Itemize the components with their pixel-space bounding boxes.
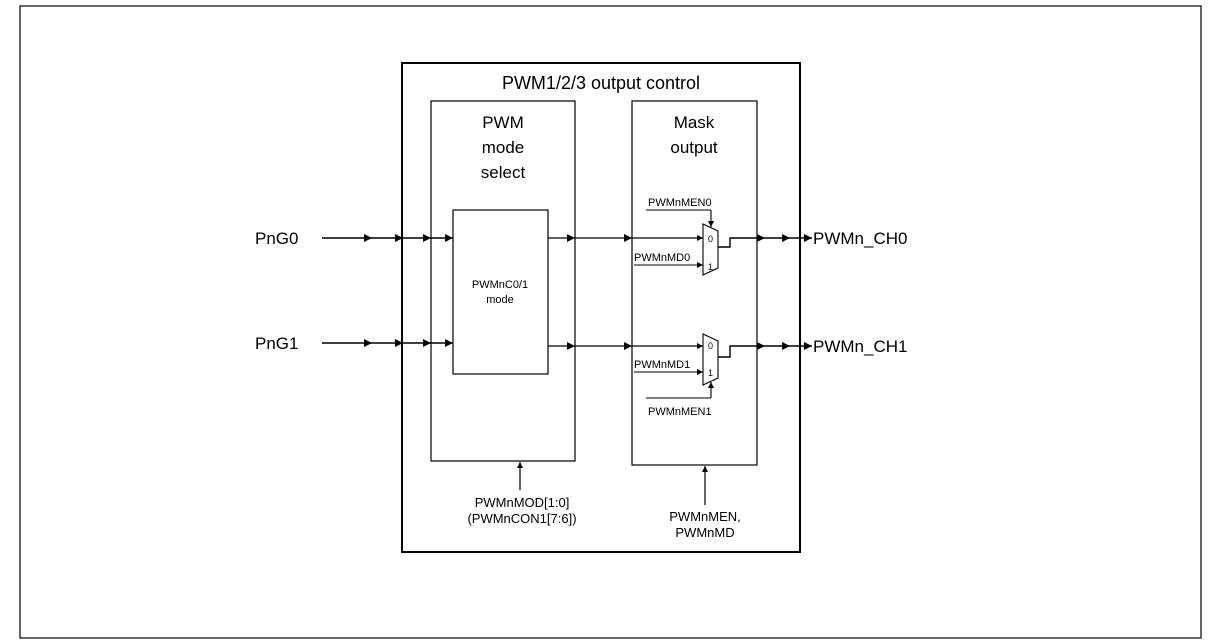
output-control-box: PWM1/2/3 output control [401, 62, 801, 553]
mask-output-label-1: Mask [674, 113, 715, 132]
mode-inner-block [452, 209, 549, 375]
mux-1-enable-line [646, 382, 714, 399]
mode-select-block: PWM mode select PWMnC0/1 mode [430, 100, 576, 462]
mux-0: 0 1 [702, 223, 719, 276]
mux-1-in1-label: 1 [708, 368, 713, 378]
output-line-ch1 [718, 342, 812, 358]
mode-ctrl-label-1: PWMnMOD[1:0] [475, 495, 570, 510]
mux-0-in1-label: 1 [708, 262, 713, 272]
mask-output-block: Mask output [631, 100, 758, 466]
mode-inner-label-1: PWMnC0/1 [472, 279, 528, 291]
mode-select-label-2: mode [482, 138, 525, 157]
mode-select-label-1: PWM [482, 113, 524, 132]
mask-output-label-2: output [670, 138, 718, 157]
mode-ctrl-label-2: (PWMnCON1[7:6]) [467, 511, 576, 526]
mux-1: 0 1 [702, 333, 719, 386]
mask-ctrl-label-1: PWMnMEN, [669, 509, 741, 524]
output-control-title: PWM1/2/3 output control [502, 73, 700, 93]
mux-1-data-label: PWMnMD1 [634, 359, 690, 371]
mux-1-enable-label: PWMnMEN1 [648, 406, 712, 418]
mux-0-in0-label: 0 [708, 234, 713, 244]
output-label-ch1: PWMn_CH1 [813, 337, 907, 356]
page-frame [19, 5, 1202, 639]
output-label-ch0: PWMn_CH0 [813, 229, 907, 248]
mux-0-data-label: PWMnMD0 [634, 252, 690, 264]
mask-ctrl-label-2: PWMnMD [675, 525, 734, 540]
mode-inner-label-2: mode [486, 294, 514, 306]
mode-select-label-3: select [481, 163, 526, 182]
mux-0-enable-line [646, 209, 714, 227]
input-label-png0: PnG0 [255, 229, 298, 248]
output-line-ch0 [718, 234, 812, 248]
mux-0-enable-label: PWMnMEN0 [648, 197, 712, 209]
mux-1-in0-label: 0 [708, 341, 713, 351]
input-label-png1: PnG1 [255, 334, 298, 353]
